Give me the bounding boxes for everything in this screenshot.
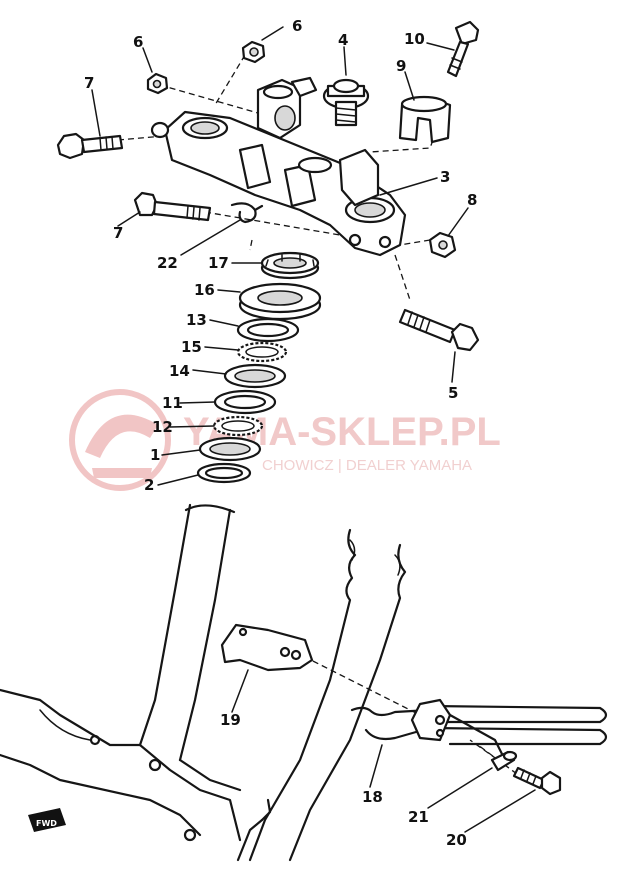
callout-20: 20 <box>446 831 467 849</box>
callout-21: 21 <box>408 808 429 826</box>
callout-9: 9 <box>396 57 406 75</box>
collar <box>490 750 518 772</box>
callout-6-left: 6 <box>133 33 143 51</box>
upper-bracket <box>150 110 407 257</box>
bearing-race-outer-upper <box>223 363 287 389</box>
handlebar-clamp <box>398 95 452 144</box>
bearing-race-lower <box>198 436 262 462</box>
callout-6-upper: 6 <box>292 17 302 35</box>
cable-bracket <box>220 623 314 672</box>
callout-3: 3 <box>440 168 450 186</box>
callout-14: 14 <box>169 362 190 380</box>
callout-17: 17 <box>208 254 229 272</box>
ball-bearing-lower <box>212 415 264 437</box>
steering-stem-tube <box>138 503 236 762</box>
hose-holder <box>350 698 608 762</box>
callout-7-lower: 7 <box>113 224 123 242</box>
watermark-subtitle: CHOWICZ | DEALER YAMAHA <box>262 457 472 474</box>
nut-right <box>428 231 457 259</box>
nut-upper <box>241 40 266 64</box>
frame-downtube <box>0 688 242 842</box>
leader-lines <box>91 26 536 833</box>
frame-tube-right <box>236 528 407 862</box>
ring-nut <box>260 251 320 280</box>
clamp-bolt <box>446 20 480 78</box>
fwd-label: FWD <box>36 819 57 828</box>
cap-bolt <box>322 78 370 127</box>
callout-12: 12 <box>152 418 173 436</box>
callout-19: 19 <box>220 711 241 729</box>
watermark-logo <box>69 389 171 491</box>
callout-4: 4 <box>338 31 348 49</box>
callout-1: 1 <box>150 446 160 464</box>
callout-13: 13 <box>186 311 207 329</box>
wire-clip <box>230 202 264 224</box>
callout-10: 10 <box>404 30 425 48</box>
bracket-screw <box>512 766 562 796</box>
ball-bearing-upper <box>236 341 288 363</box>
callout-11: 11 <box>162 394 183 412</box>
stem-bolt <box>398 308 480 352</box>
callout-16: 16 <box>194 281 215 299</box>
pinch-bolt-upper <box>56 132 124 160</box>
dust-cover <box>238 282 322 321</box>
callout-22: 22 <box>157 254 178 272</box>
nut-left <box>146 72 169 95</box>
callout-5: 5 <box>448 384 458 402</box>
callout-18: 18 <box>362 788 383 806</box>
callout-15: 15 <box>181 338 202 356</box>
pinch-bolt-lower <box>133 191 212 222</box>
callout-8: 8 <box>467 191 477 209</box>
callout-2: 2 <box>144 476 154 494</box>
bearing-race-outer-lower <box>213 389 277 415</box>
callout-labels: 6 6 4 10 9 7 7 3 8 22 17 16 13 15 14 11 … <box>84 17 477 849</box>
callout-7-upper: 7 <box>84 74 94 92</box>
dust-seal <box>196 462 252 484</box>
bearing-race-upper <box>236 317 300 343</box>
clamp-towers <box>256 76 318 140</box>
fwd-direction-marker: FWD <box>28 808 66 832</box>
